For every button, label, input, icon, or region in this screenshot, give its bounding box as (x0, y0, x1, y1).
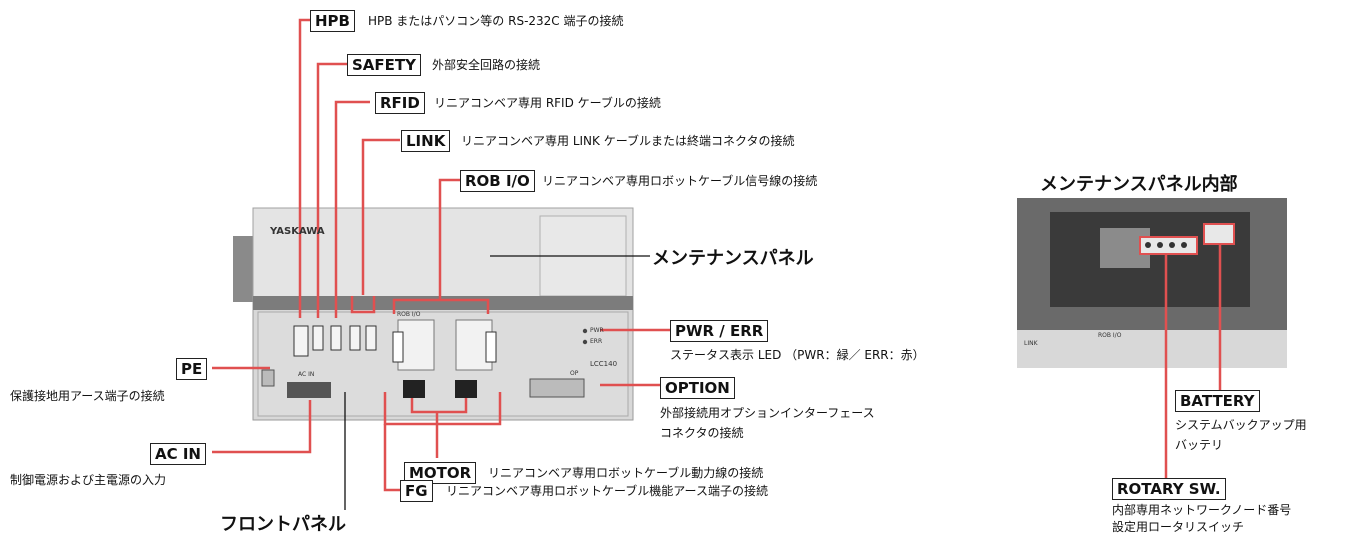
hpb-description: HPB またはパソコン等の RS-232C 端子の接続 (368, 14, 624, 28)
leader-hpb (298, 18, 310, 318)
leader-lines (212, 18, 1222, 492)
motor-description: リニアコンベア専用ロボットケーブル動力線の接続 (488, 466, 764, 480)
battery-description-line1: システムバックアップ用 (1175, 418, 1307, 432)
rob-io-connector-1 (392, 331, 404, 363)
link-port-1 (349, 325, 361, 351)
err-led (582, 339, 588, 345)
rob-io-connector-2 (485, 331, 497, 363)
pwr-err-description: ステータス表示 LED （PWR：緑／ ERR：赤） (670, 348, 925, 362)
leader-link (361, 138, 400, 295)
link-tag: LINK (401, 130, 451, 152)
side-handle (233, 236, 255, 302)
battery-tag: BATTERY (1175, 390, 1260, 412)
inset-link-label: LINK (1024, 340, 1038, 347)
pwr-led (582, 328, 588, 334)
rfid-description: リニアコンベア専用 RFID ケーブルの接続 (434, 96, 661, 110)
leader-motor-bracket (410, 398, 468, 414)
leader-fg-vertical (383, 424, 400, 492)
ac-in-description: 制御電源および主電源の入力 (10, 473, 167, 487)
rotary-switch-box (1139, 236, 1198, 255)
front-panel-callout: フロントパネル (220, 514, 346, 535)
ac-in-tag: AC IN (150, 443, 206, 465)
leader-safety (316, 62, 350, 318)
pe-tag: PE (176, 358, 208, 380)
pe-description: 保護接地用アース端子の接続 (10, 389, 165, 403)
fg-tag: FG (400, 480, 433, 502)
maintenance-inset (1017, 198, 1287, 368)
rob-io-tag: ROB I/O (460, 170, 535, 192)
ac-in-port-label: AC IN (298, 371, 315, 378)
model-label: LCC140 (590, 360, 618, 368)
ac-in-terminal (287, 382, 331, 398)
safety-tag: SAFETY (347, 54, 421, 76)
fg-description: リニアコンベア専用ロボットケーブル機能アース端子の接続 (446, 484, 768, 498)
maintenance-inside-title: メンテナンスパネル内部 (1040, 174, 1238, 195)
leader-rob-io-bracket (392, 298, 490, 314)
safety-port (312, 325, 324, 351)
pwr-led-label: PWR (590, 327, 604, 334)
rotary-sw-tag: ROTARY SW. (1112, 478, 1226, 500)
leader-fg (383, 392, 502, 426)
option-port-label: OP (570, 370, 579, 377)
option-description-line2: コネクタの接続 (660, 426, 744, 440)
rotary-sw-description-line1: 内部専用ネットワークノード番号 (1112, 503, 1292, 517)
leader-rfid (334, 100, 370, 318)
leader-rob-io (438, 178, 460, 300)
safety-description: 外部安全回路の接続 (432, 58, 541, 72)
pwr-err-tag: PWR / ERR (670, 320, 769, 342)
rfid-tag: RFID (375, 92, 425, 114)
inset-front (1017, 330, 1287, 368)
leader-ac-in (212, 400, 312, 454)
rob-io-description: リニアコンベア専用ロボットケーブル信号線の接続 (542, 174, 818, 188)
brand-logo: YASKAWA (270, 226, 325, 237)
option-description-line1: 外部接続用オプションインターフェース (660, 406, 875, 420)
motor-connector-1 (403, 380, 425, 398)
controller-unit (233, 207, 634, 421)
hpb-port (293, 325, 309, 357)
rfid-port (330, 325, 342, 351)
motor-tag: MOTOR (404, 462, 477, 484)
hpb-tag: HPB (310, 10, 355, 32)
link-description: リニアコンベア専用 LINK ケーブルまたは終端コネクタの接続 (461, 134, 795, 148)
option-tag: OPTION (660, 377, 735, 399)
option-connector (529, 378, 585, 398)
battery-box (1203, 223, 1235, 245)
motor-connector-2 (455, 380, 477, 398)
leader-link-bracket (350, 296, 376, 314)
pe-terminal (261, 369, 275, 387)
inset-rob-io-label: ROB I/O (1098, 332, 1122, 339)
err-led-label: ERR (590, 338, 603, 345)
maintenance-panel-callout: メンテナンスパネル (652, 248, 814, 269)
rob-io-port-label: ROB I/O (397, 311, 421, 318)
link-port-2 (365, 325, 377, 351)
center-strip (253, 296, 633, 310)
rotary-sw-description-line2: 設定用ロータリスイッチ (1112, 520, 1245, 534)
battery-description-line2: バッテリ (1175, 438, 1224, 452)
